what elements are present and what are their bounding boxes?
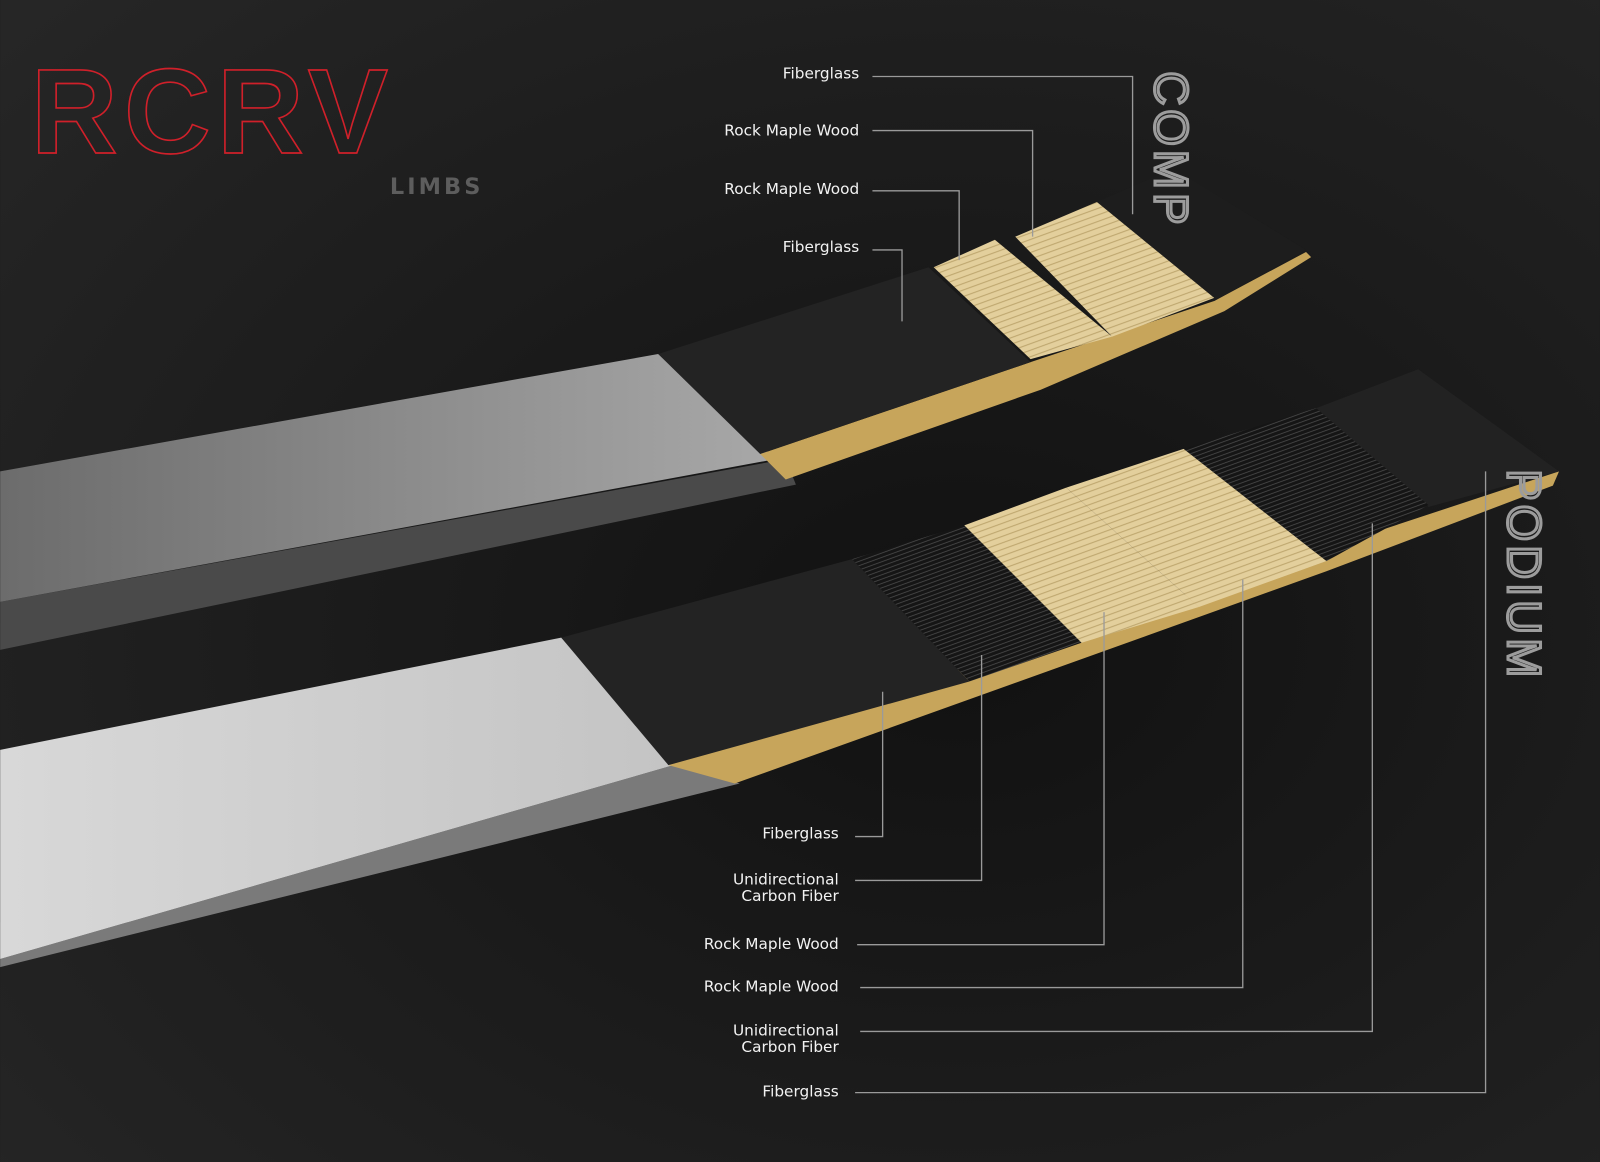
podium-layer-carbon-2 bbox=[1183, 408, 1429, 562]
leader-line bbox=[855, 691, 884, 838]
podium-limb-riser-section bbox=[0, 637, 674, 959]
leader-line bbox=[857, 612, 1105, 946]
podium-label-maple-2: Rock Maple Wood bbox=[704, 978, 839, 996]
leader-line bbox=[872, 249, 903, 322]
podium-label-maple-1: Rock Maple Wood bbox=[704, 935, 839, 953]
podium-layer-maple-2 bbox=[1066, 448, 1327, 608]
comp-label-maple-2: Rock Maple Wood bbox=[724, 122, 859, 140]
podium-layer-maple-1 bbox=[964, 487, 1199, 643]
leader-line bbox=[860, 579, 1244, 989]
podium-label-fiberglass-back: Fiberglass bbox=[762, 1083, 838, 1101]
podium-limb bbox=[0, 369, 1560, 968]
comp-layer-maple-1 bbox=[933, 239, 1113, 360]
comp-label-fiberglass-back: Fiberglass bbox=[783, 65, 859, 83]
model-name-podium: PODIUM bbox=[1498, 469, 1550, 681]
logo-brand: RCRV bbox=[31, 44, 394, 179]
comp-label-maple-1: Rock Maple Wood bbox=[724, 180, 859, 198]
podium-layer-fiberglass-back bbox=[1316, 369, 1560, 508]
leader-line bbox=[872, 129, 1034, 237]
comp-label-fiberglass-front: Fiberglass bbox=[783, 238, 859, 256]
comp-limb bbox=[0, 168, 1312, 650]
comp-layer-maple-2 bbox=[1015, 201, 1215, 337]
podium-layer-carbon-1 bbox=[852, 525, 1082, 682]
podium-callouts: Fiberglass Unidirectional Carbon Fiber R… bbox=[704, 471, 1487, 1101]
comp-callouts: Fiberglass Rock Maple Wood Rock Maple Wo… bbox=[724, 65, 1134, 322]
leader-line bbox=[855, 654, 983, 882]
podium-layer-fiberglass-front bbox=[561, 559, 970, 766]
logo-subtitle: LIMBS bbox=[390, 174, 484, 200]
podium-limb-edge bbox=[0, 765, 740, 968]
comp-layer-fiberglass-back bbox=[1096, 168, 1307, 301]
comp-limb-riser-section bbox=[0, 354, 776, 602]
comp-limb-layer-edges bbox=[760, 251, 1312, 480]
model-name-comp: COMP bbox=[1145, 71, 1197, 228]
podium-label-carbon-2-line1: Unidirectional bbox=[733, 1021, 839, 1039]
leader-line bbox=[872, 75, 1134, 215]
brand-logo: RCRV LIMBS bbox=[30, 43, 484, 200]
leader-line bbox=[872, 190, 960, 261]
podium-label-fiberglass-front: Fiberglass bbox=[762, 825, 838, 843]
comp-limb-edge bbox=[0, 459, 796, 650]
podium-label-carbon-2-line2: Carbon Fiber bbox=[741, 1038, 839, 1056]
podium-label-carbon-1-line1: Unidirectional bbox=[733, 871, 839, 889]
podium-label-carbon-1-line2: Carbon Fiber bbox=[741, 887, 839, 905]
leader-line bbox=[860, 523, 1373, 1033]
comp-layer-fiberglass-front bbox=[658, 267, 1031, 454]
leader-line bbox=[855, 471, 1487, 1094]
